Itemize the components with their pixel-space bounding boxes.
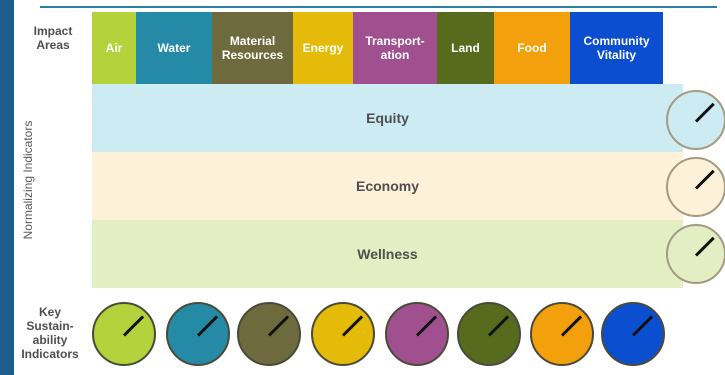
ksi-dial-community-vitality-icon — [601, 302, 665, 366]
dial-needle — [122, 315, 145, 337]
top-rule — [40, 6, 717, 8]
ksi-dial-food-icon — [530, 302, 594, 366]
impact-area-transport-ation: Transport-ation — [353, 12, 437, 84]
dial-needle — [694, 169, 715, 190]
impact-area-energy: Energy — [293, 12, 353, 84]
dial-needle — [196, 315, 219, 337]
impact-area-food: Food — [494, 12, 570, 84]
band-wellness: Wellness — [92, 220, 683, 288]
dial-needle — [694, 236, 715, 257]
impact-area-air: Air — [92, 12, 136, 84]
ksi-dial-land-icon — [457, 302, 521, 366]
dial-equity-icon — [666, 90, 725, 150]
dial-needle — [341, 315, 364, 337]
dial-needle — [560, 315, 583, 337]
impact-area-material-resources: Material Resources — [212, 12, 293, 84]
dial-needle — [694, 102, 715, 123]
dial-needle — [487, 315, 510, 337]
dial-needle — [415, 315, 438, 337]
key-sustainability-indicators-label: Key Sustain-ability Indicators — [21, 305, 79, 361]
dial-economy-icon — [666, 157, 725, 217]
ksi-dial-air-icon — [92, 302, 156, 366]
dial-wellness-icon — [666, 224, 725, 284]
ksi-dial-material-resources-icon — [237, 302, 301, 366]
ksi-dial-energy-icon — [311, 302, 375, 366]
dial-needle — [267, 315, 290, 337]
band-economy: Economy — [92, 152, 683, 220]
impact-areas-label: Impact Areas — [33, 24, 73, 52]
impact-area-water: Water — [136, 12, 212, 84]
band-equity: Equity — [92, 84, 683, 152]
ksi-dial-water-icon — [166, 302, 230, 366]
impact-area-land: Land — [437, 12, 494, 84]
dial-needle — [631, 315, 654, 337]
left-accent-band — [0, 0, 14, 375]
ksi-dial-transport-ation-icon — [385, 302, 449, 366]
normalizing-indicators-label: Normalizing Indicators — [21, 120, 35, 240]
impact-area-community-vitality: Community Vitality — [570, 12, 663, 84]
